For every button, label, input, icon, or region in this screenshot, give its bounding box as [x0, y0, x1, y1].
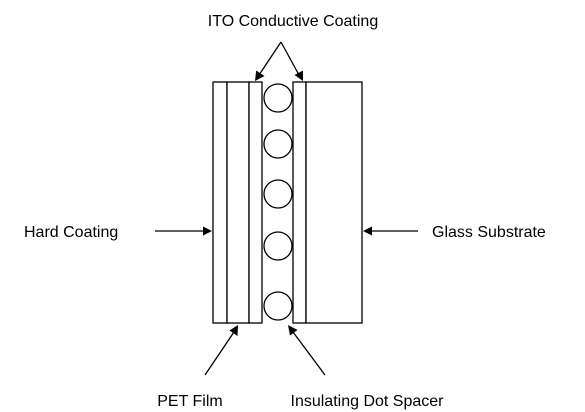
glass-substrate-layer — [305, 81, 363, 324]
spacer-dot — [263, 129, 293, 159]
label-hard-coating: Hard Coating — [24, 224, 118, 241]
arrow-ito-left — [255, 41, 282, 81]
arrow-hard-coating — [155, 226, 212, 236]
lower-sheet — [292, 81, 363, 324]
spacer-dot — [263, 83, 293, 113]
hard-coating-layer — [212, 81, 228, 324]
ito-coating-layer-right — [292, 81, 307, 324]
label-insulating-dot-spacer: Insulating Dot Spacer — [291, 393, 445, 410]
spacer-dot — [263, 291, 293, 321]
label-glass-substrate: Glass Substrate — [432, 224, 546, 241]
upper-sheet — [212, 81, 263, 324]
ito-coating-layer-left — [248, 81, 263, 324]
arrow-pet-film — [204, 325, 238, 376]
label-ito-conductive-coating: ITO Conductive Coating — [208, 13, 378, 30]
arrow-ito-right — [280, 41, 303, 81]
spacer-dot — [263, 231, 293, 261]
label-pet-film: PET Film — [157, 393, 222, 410]
arrow-glass-substrate — [363, 226, 418, 236]
pet-film-layer — [226, 81, 250, 324]
arrow-insulating-dot-spacer — [288, 325, 326, 376]
spacer-dot — [263, 179, 293, 209]
spacer-dots — [263, 83, 293, 321]
